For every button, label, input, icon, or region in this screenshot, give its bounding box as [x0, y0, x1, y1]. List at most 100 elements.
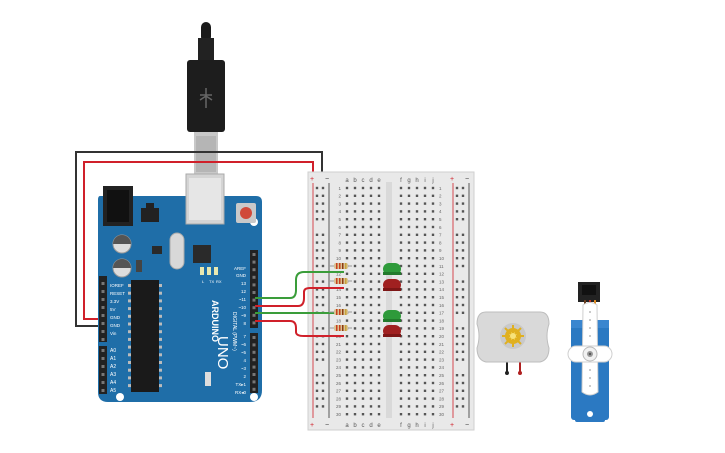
rail-hole[interactable] — [321, 381, 325, 385]
breadboard-hole[interactable] — [353, 350, 357, 353]
breadboard-hole[interactable] — [369, 296, 373, 299]
rail-hole[interactable] — [461, 202, 465, 205]
servo-motor-icon[interactable] — [567, 282, 613, 422]
breadboard-hole[interactable] — [407, 194, 411, 197]
breadboard-hole[interactable] — [345, 335, 349, 338]
breadboard-hole[interactable] — [431, 389, 435, 392]
breadboard-hole[interactable] — [361, 280, 365, 283]
breadboard-hole[interactable] — [399, 280, 403, 283]
rail-hole[interactable] — [321, 241, 325, 244]
breadboard-hole[interactable] — [369, 288, 373, 291]
resistor-icon[interactable] — [329, 263, 352, 269]
breadboard-hole[interactable] — [369, 374, 373, 377]
breadboard-hole[interactable] — [399, 218, 403, 221]
breadboard-hole[interactable] — [431, 311, 435, 314]
breadboard-hole[interactable] — [423, 288, 427, 291]
rail-hole[interactable] — [315, 374, 319, 377]
breadboard-hole[interactable] — [423, 194, 427, 197]
header-pin[interactable] — [252, 283, 256, 287]
breadboard-hole[interactable] — [407, 272, 411, 275]
breadboard-hole[interactable] — [377, 225, 381, 229]
breadboard-hole[interactable] — [353, 319, 357, 322]
breadboard-hole[interactable] — [377, 358, 381, 361]
header-pin[interactable] — [101, 349, 105, 352]
breadboard-hole[interactable] — [431, 381, 435, 385]
breadboard-hole[interactable] — [361, 296, 365, 299]
breadboard-hole[interactable] — [377, 374, 381, 377]
breadboard-hole[interactable] — [399, 225, 403, 229]
breadboard-hole[interactable] — [345, 303, 349, 307]
breadboard-hole[interactable] — [377, 288, 381, 291]
breadboard[interactable]: + − + − + − + − a b c d e f g h i j a b … — [307, 171, 475, 431]
breadboard-hole[interactable] — [423, 342, 427, 346]
rail-hole[interactable] — [321, 264, 325, 268]
breadboard-hole[interactable] — [361, 405, 365, 408]
breadboard-hole[interactable] — [377, 202, 381, 205]
wire-red-5v[interactable] — [83, 161, 314, 320]
led-icon[interactable] — [383, 310, 401, 322]
rail-hole[interactable] — [455, 381, 459, 385]
rail-hole[interactable] — [461, 194, 465, 197]
breadboard-hole[interactable] — [407, 296, 411, 299]
rail-hole[interactable] — [315, 397, 319, 400]
rail-hole[interactable] — [461, 335, 465, 338]
breadboard-hole[interactable] — [369, 210, 373, 213]
breadboard-hole[interactable] — [377, 311, 381, 314]
rail-hole[interactable] — [455, 335, 459, 338]
breadboard-hole[interactable] — [423, 319, 427, 322]
breadboard-hole[interactable] — [361, 241, 365, 244]
breadboard-hole[interactable] — [399, 249, 403, 252]
rail-hole[interactable] — [315, 218, 319, 221]
breadboard-hole[interactable] — [399, 389, 403, 392]
breadboard-hole[interactable] — [361, 272, 365, 275]
breadboard-hole[interactable] — [369, 335, 373, 338]
rail-hole[interactable] — [461, 288, 465, 291]
rail-hole[interactable] — [461, 210, 465, 213]
breadboard-hole[interactable] — [415, 366, 419, 369]
breadboard-hole[interactable] — [353, 381, 357, 385]
rail-hole[interactable] — [455, 218, 459, 221]
breadboard-hole[interactable] — [407, 280, 411, 283]
breadboard-hole[interactable] — [431, 335, 435, 338]
rail-hole[interactable] — [461, 257, 465, 260]
breadboard-hole[interactable] — [407, 225, 411, 229]
wire-red-pin8[interactable] — [255, 320, 344, 337]
breadboard-hole[interactable] — [415, 249, 419, 252]
rail-hole[interactable] — [321, 389, 325, 392]
rail-hole[interactable] — [321, 397, 325, 400]
rail-hole[interactable] — [315, 389, 319, 392]
breadboard-hole[interactable] — [423, 350, 427, 353]
breadboard-hole[interactable] — [407, 366, 411, 369]
header-pin[interactable] — [101, 389, 105, 392]
breadboard-hole[interactable] — [369, 311, 373, 314]
breadboard-hole[interactable] — [369, 405, 373, 408]
breadboard-hole[interactable] — [345, 342, 349, 346]
header-pin[interactable] — [252, 253, 256, 256]
rail-hole[interactable] — [321, 186, 325, 190]
breadboard-hole[interactable] — [369, 389, 373, 392]
breadboard-hole[interactable] — [407, 264, 411, 268]
breadboard-hole[interactable] — [361, 186, 365, 190]
breadboard-hole[interactable] — [407, 358, 411, 361]
rail-hole[interactable] — [461, 327, 465, 330]
rail-hole[interactable] — [455, 257, 459, 260]
breadboard-hole[interactable] — [361, 358, 365, 361]
header-pin[interactable] — [101, 306, 105, 309]
breadboard-hole[interactable] — [423, 381, 427, 385]
breadboard-hole[interactable] — [377, 186, 381, 190]
breadboard-hole[interactable] — [377, 303, 381, 307]
breadboard-hole[interactable] — [369, 303, 373, 307]
header-pin[interactable] — [252, 387, 256, 391]
header-pin[interactable] — [101, 322, 105, 325]
breadboard-hole[interactable] — [407, 397, 411, 400]
breadboard-hole[interactable] — [407, 335, 411, 338]
arduino-uno-board[interactable]: L TX RX ARDUINO UNO DIGITAL (PWM~) POWER… — [98, 173, 262, 402]
breadboard-hole[interactable] — [423, 327, 427, 330]
rail-hole[interactable] — [461, 264, 465, 268]
breadboard-hole[interactable] — [377, 405, 381, 408]
rail-hole[interactable] — [455, 327, 459, 330]
rail-hole[interactable] — [321, 327, 325, 330]
rail-hole[interactable] — [455, 210, 459, 213]
breadboard-hole[interactable] — [423, 405, 427, 408]
